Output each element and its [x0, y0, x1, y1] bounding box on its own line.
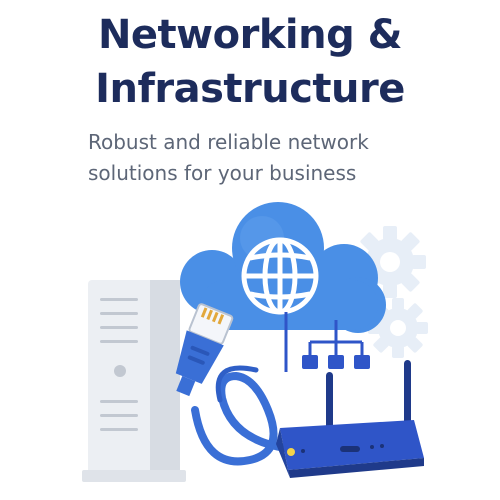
- title-line-2: Infrastructure: [95, 66, 405, 112]
- network-nodes-icon: [284, 312, 370, 372]
- ethernet-plug-icon: [175, 303, 234, 397]
- subtitle-line-2: solutions for your business: [88, 161, 357, 185]
- title-line-1: Networking &: [97, 12, 403, 58]
- globe-icon: [241, 237, 319, 315]
- page-title: Networking & Infrastructure: [0, 8, 500, 116]
- server-icon: [82, 280, 186, 482]
- page-subtitle: Robust and reliable network solutions fo…: [88, 127, 488, 189]
- ethernet-cable: [191, 365, 290, 466]
- router-icon: [276, 360, 424, 478]
- subtitle-line-1: Robust and reliable network: [88, 130, 369, 154]
